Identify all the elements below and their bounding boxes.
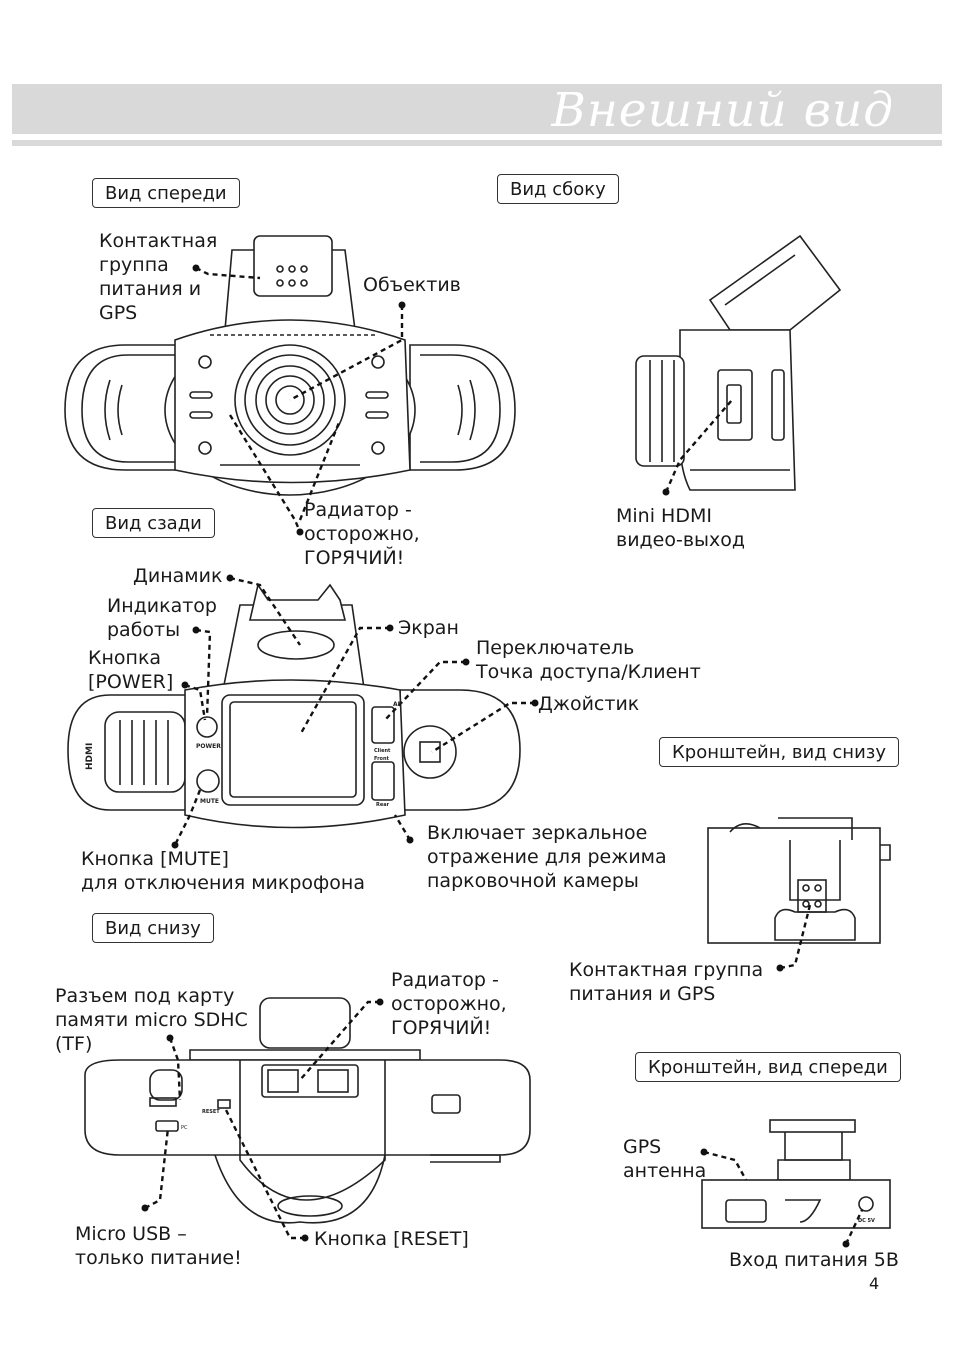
mark-reset: RESET [202, 1109, 220, 1115]
section-rear-view: Вид сзади [92, 508, 215, 538]
label-radiator-bottom: Радиатор - осторожно, ГОРЯЧИЙ! [391, 969, 507, 1039]
label-lens: Объектив [363, 274, 461, 296]
rear-view-drawing [67, 583, 521, 829]
mark-rear: Rear [376, 802, 390, 808]
bracket-bottom-drawing [707, 817, 891, 944]
bracket-front-drawing [701, 1119, 891, 1229]
section-bottom-view: Вид снизу [92, 913, 214, 943]
header-banner [12, 84, 942, 134]
section-bracket-front: Кронштейн, вид спереди [635, 1052, 901, 1082]
leader-lines [144, 266, 864, 1245]
leader-dots [141, 264, 850, 1248]
mark-pc: PC [181, 1125, 188, 1131]
label-speaker: Динамик [133, 565, 223, 587]
label-ap-switch: Переключатель Точка доступа/Клиент [476, 637, 701, 683]
mark-front: Front [374, 756, 390, 762]
label-radiator-front: Радиатор - осторожно, ГОРЯЧИЙ! [304, 499, 420, 569]
label-mini-hdmi: Mini HDMI видео-выход [616, 505, 746, 551]
bottom-view-drawing [84, 997, 531, 1224]
label-gps-antenna: GPS антенна [623, 1136, 707, 1182]
label-contact-group: Контактная группа питания и GPS [99, 230, 218, 324]
label-mirror: Включает зеркальное отражение для режима… [427, 822, 667, 892]
label-screen: Экран [398, 617, 459, 639]
mark-dc5v: DC 5V [858, 1218, 875, 1224]
label-indicator: Индикатор работы [107, 595, 217, 641]
mark-power: POWER [196, 743, 221, 750]
label-reset-button: Кнопка [RESET] [314, 1228, 469, 1250]
page-number: 4 [869, 1274, 880, 1293]
mark-ap: AP [393, 701, 403, 708]
mark-hdmi: HDMI [85, 743, 95, 770]
section-front-view: Вид спереди [92, 178, 240, 208]
label-sd-slot: Разъем под карту памяти micro SDHC (TF) [55, 985, 248, 1055]
section-bracket-bottom: Кронштейн, вид снизу [659, 737, 899, 767]
label-power-button: Кнопка [POWER] [88, 647, 174, 693]
label-bracket-contacts: Контактная группа питания и GPS [569, 959, 764, 1005]
header-rule [12, 140, 942, 146]
mark-client: Client [374, 748, 391, 754]
page-title: Внешний вид [551, 83, 894, 138]
mark-mute: MUTE [200, 798, 219, 805]
label-micro-usb: Micro USB – только питание! [75, 1223, 242, 1269]
section-side-view: Вид сбоку [497, 174, 619, 204]
side-view-drawing [635, 234, 842, 491]
label-mute-button: Кнопка [MUTE] для отключения микрофона [81, 848, 365, 894]
label-joystick: Джойстик [538, 693, 640, 715]
label-power-input: Вход питания 5В [729, 1249, 899, 1271]
